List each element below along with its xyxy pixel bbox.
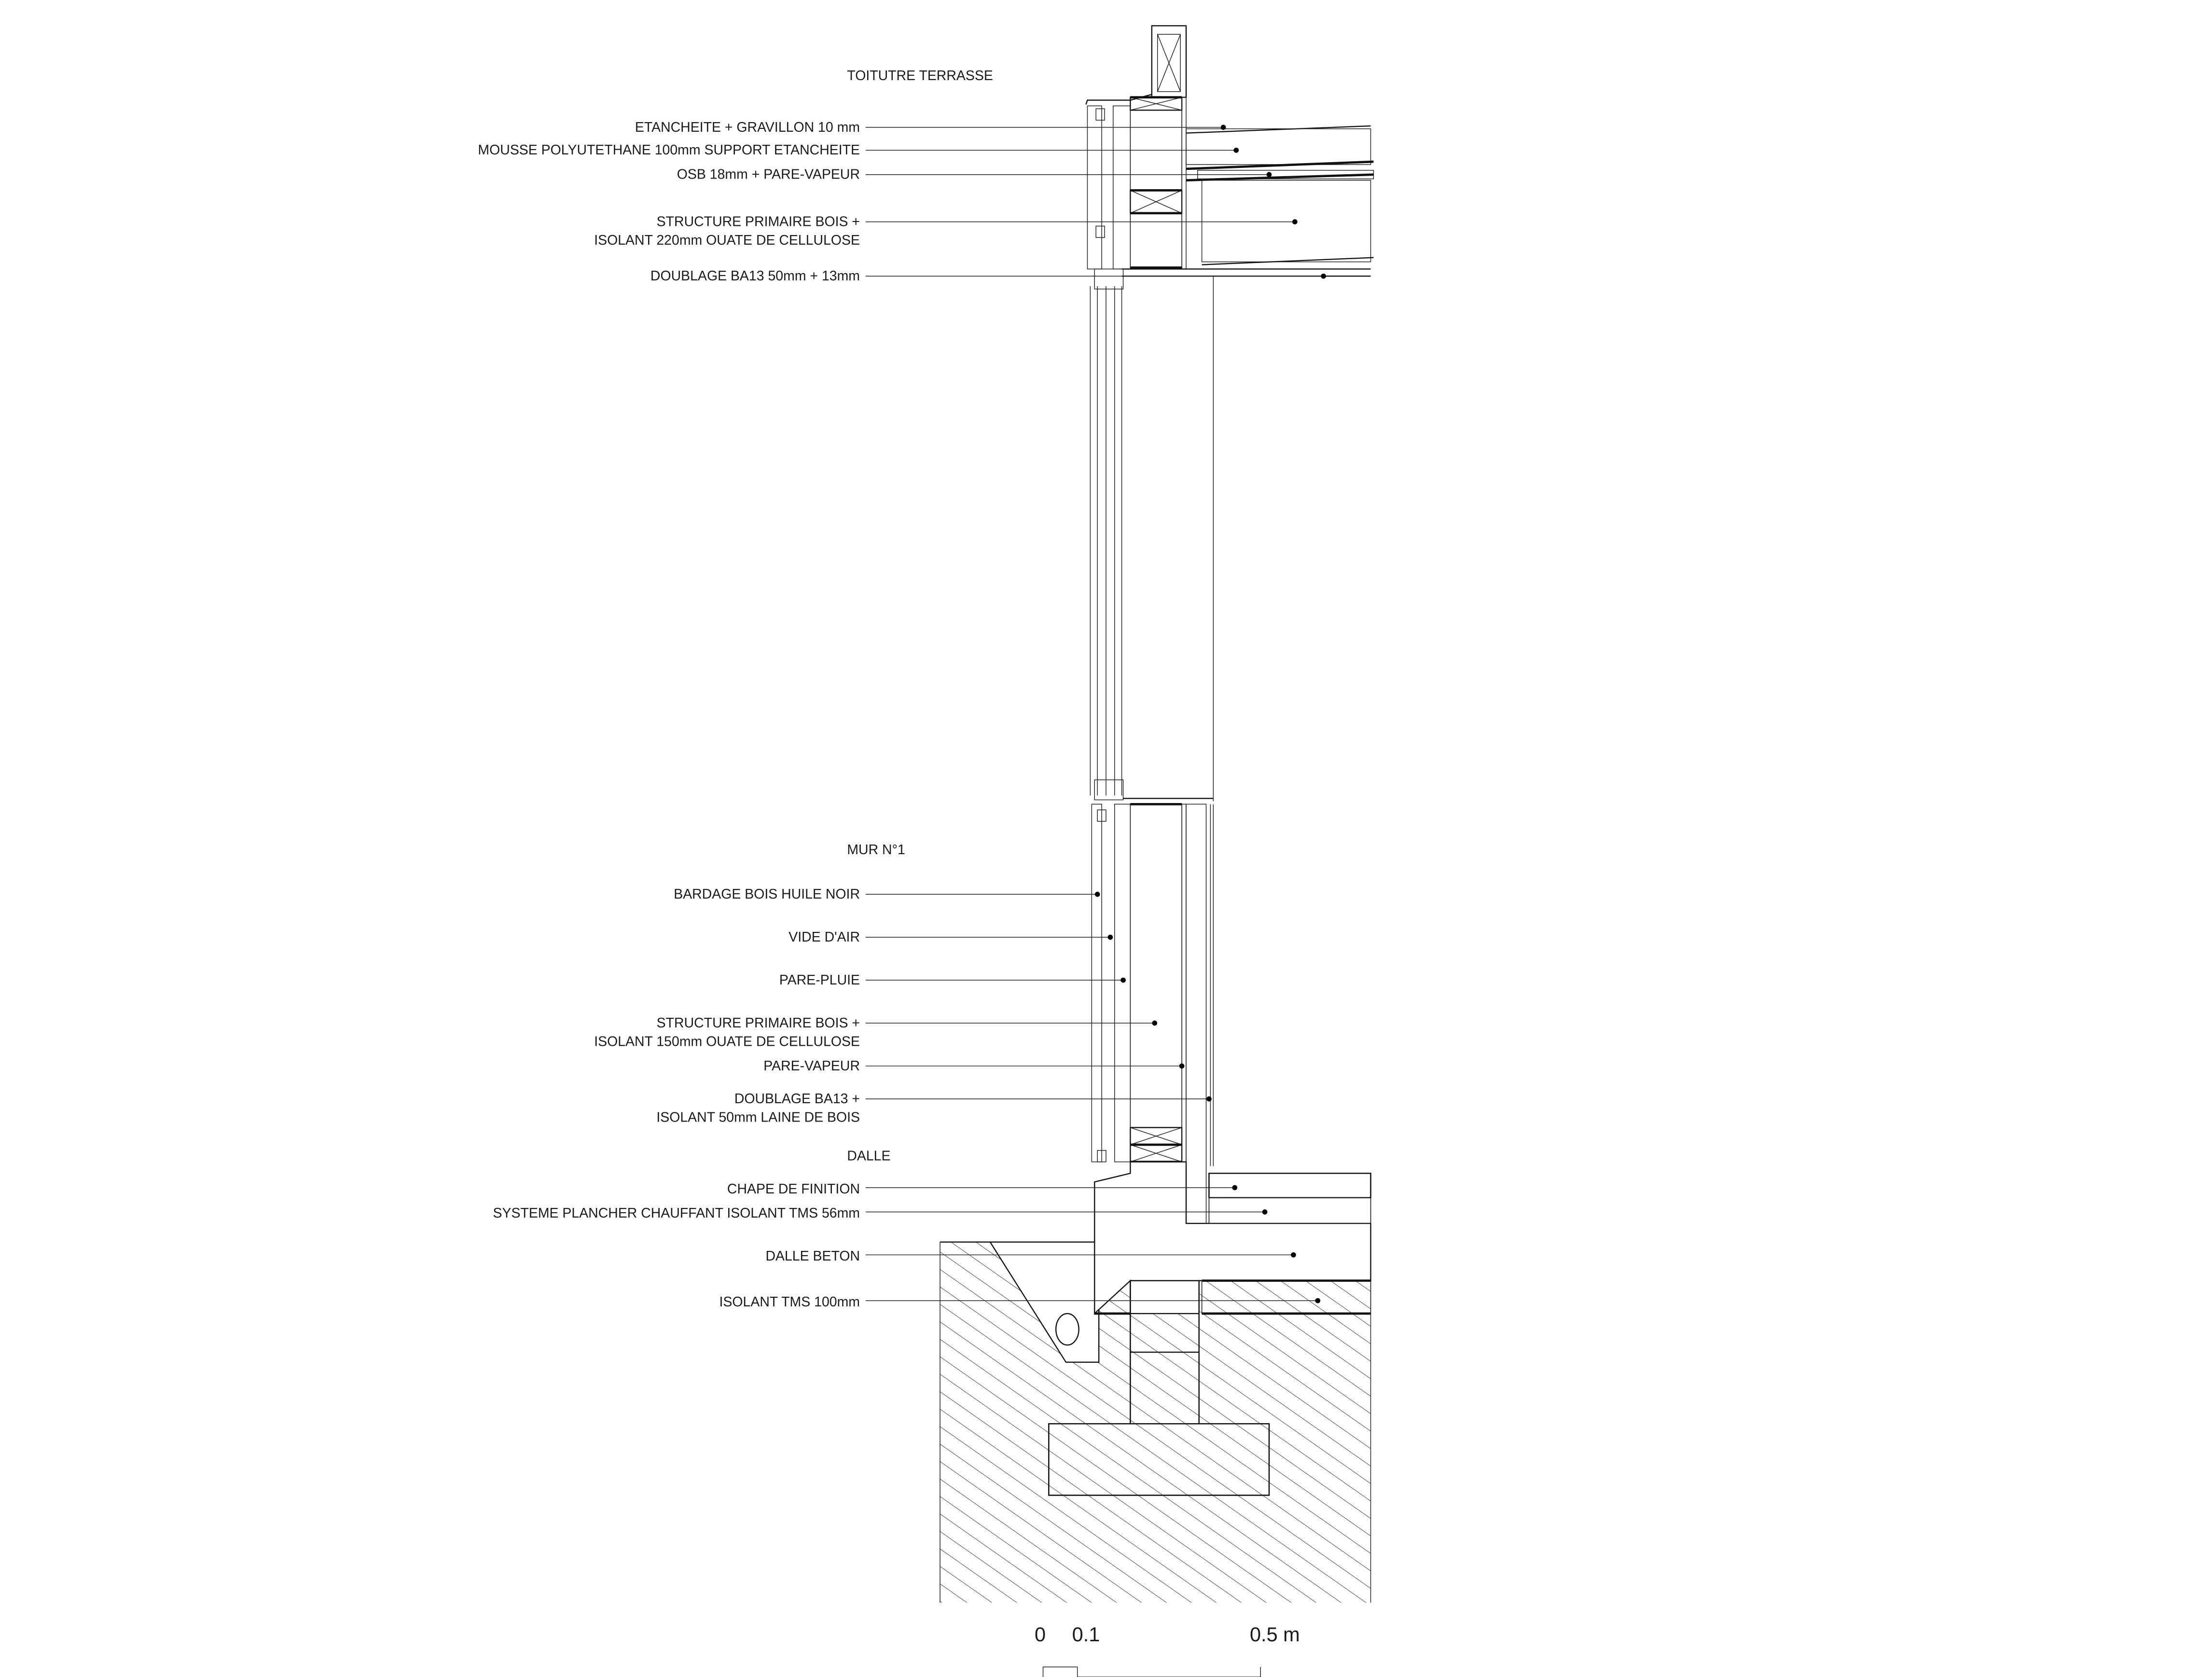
callout: MOUSSE POLYUTETHANE 100mm SUPPORT ETANCH… — [478, 142, 1239, 158]
callout: ETANCHEITE + GRAVILLON 10 mm — [635, 120, 1226, 135]
wall-callouts: BARDAGE BOIS HUILE NOIR VIDE D'AIR PARE-… — [594, 887, 1212, 1125]
callout-label: DOUBLAGE BA13 + — [734, 1091, 860, 1107]
leader-dot — [1315, 1298, 1321, 1303]
callout-label: STRUCTURE PRIMAIRE BOIS + — [657, 214, 860, 229]
leader-dot — [1233, 147, 1239, 153]
callout-label: ETANCHEITE + GRAVILLON 10 mm — [635, 120, 860, 135]
callout-label: STRUCTURE PRIMAIRE BOIS + — [657, 1015, 860, 1031]
callout-label: VIDE D'AIR — [788, 929, 860, 945]
scale-tick-0: 0 — [1035, 1623, 1046, 1646]
callout: CHAPE DE FINITION — [727, 1181, 1238, 1197]
callout: SYSTEME PLANCHER CHAUFFANT ISOLANT TMS 5… — [493, 1206, 1268, 1221]
roof-title: TOITUTRE TERRASSE — [847, 68, 993, 83]
leader-dot — [1220, 125, 1226, 130]
slab-foundation — [940, 1161, 1371, 1603]
leader-dot — [1107, 934, 1113, 940]
callout: DALLE BETON — [765, 1248, 1296, 1264]
callout: DOUBLAGE BA13 50mm + 13mm — [650, 268, 1327, 284]
callout-label: SYSTEME PLANCHER CHAUFFANT ISOLANT TMS 5… — [493, 1206, 860, 1221]
leader-dot — [1232, 1185, 1238, 1191]
callout: STRUCTURE PRIMAIRE BOIS + ISOLANT 150mm O… — [594, 1015, 1158, 1049]
leader-dot — [1120, 977, 1126, 983]
callout: STRUCTURE PRIMAIRE BOIS + ISOLANT 220mm O… — [594, 214, 1298, 248]
callout: VIDE D'AIR — [788, 929, 1113, 945]
leader-dot — [1206, 1096, 1212, 1102]
callout: PARE-PLUIE — [779, 972, 1126, 988]
callout-label: ISOLANT 150mm OUATE DE CELLULOSE — [594, 1034, 860, 1049]
callout-label: BARDAGE BOIS HUILE NOIR — [674, 887, 860, 902]
leader-dot — [1262, 1209, 1268, 1215]
leader-dot — [1179, 1063, 1185, 1069]
roof-assembly — [1085, 25, 1374, 277]
callout-label: ISOLANT 50mm LAINE DE BOIS — [656, 1110, 860, 1125]
callout: ISOLANT TMS 100mm — [719, 1294, 1321, 1310]
leader-dot — [1094, 891, 1100, 897]
scale-tick-0-1: 0.1 — [1072, 1623, 1100, 1646]
callout: PARE-VAPEUR — [763, 1058, 1185, 1074]
callout-label: ISOLANT 220mm OUATE DE CELLULOSE — [594, 233, 860, 248]
callout: DOUBLAGE BA13 + ISOLANT 50mm LAINE DE BOI… — [656, 1091, 1212, 1125]
callout-label: PARE-PLUIE — [779, 972, 860, 988]
wall-title: MUR N°1 — [847, 842, 905, 858]
callout: BARDAGE BOIS HUILE NOIR — [674, 887, 1100, 902]
leader-dot — [1291, 1252, 1296, 1258]
callout-label: DALLE BETON — [765, 1248, 860, 1264]
callout-label: PARE-VAPEUR — [763, 1058, 860, 1074]
callout: OSB 18mm + PARE-VAPEUR — [677, 167, 1272, 182]
callout-label: ISOLANT TMS 100mm — [719, 1294, 860, 1310]
slab-callouts: CHAPE DE FINITION SYSTEME PLANCHER CHAUF… — [493, 1181, 1321, 1310]
leader-dot — [1292, 219, 1298, 224]
scale-tick-0-5: 0.5 m — [1250, 1623, 1300, 1646]
callout-label: DOUBLAGE BA13 50mm + 13mm — [650, 268, 860, 284]
leader-dot — [1266, 172, 1272, 178]
leader-dot — [1321, 273, 1327, 279]
scale-bar: 0 0.1 0.5 m — [1035, 1623, 1300, 1677]
callout-label: MOUSSE POLYUTETHANE 100mm SUPPORT ETANCH… — [478, 142, 860, 158]
roof-callouts: ETANCHEITE + GRAVILLON 10 mm MOUSSE POLY… — [478, 120, 1327, 284]
slab-title: DALLE — [847, 1149, 890, 1164]
callout-label: OSB 18mm + PARE-VAPEUR — [677, 167, 860, 182]
callout-label: CHAPE DE FINITION — [727, 1181, 860, 1197]
window-opening — [1090, 268, 1214, 802]
leader-dot — [1152, 1020, 1158, 1026]
